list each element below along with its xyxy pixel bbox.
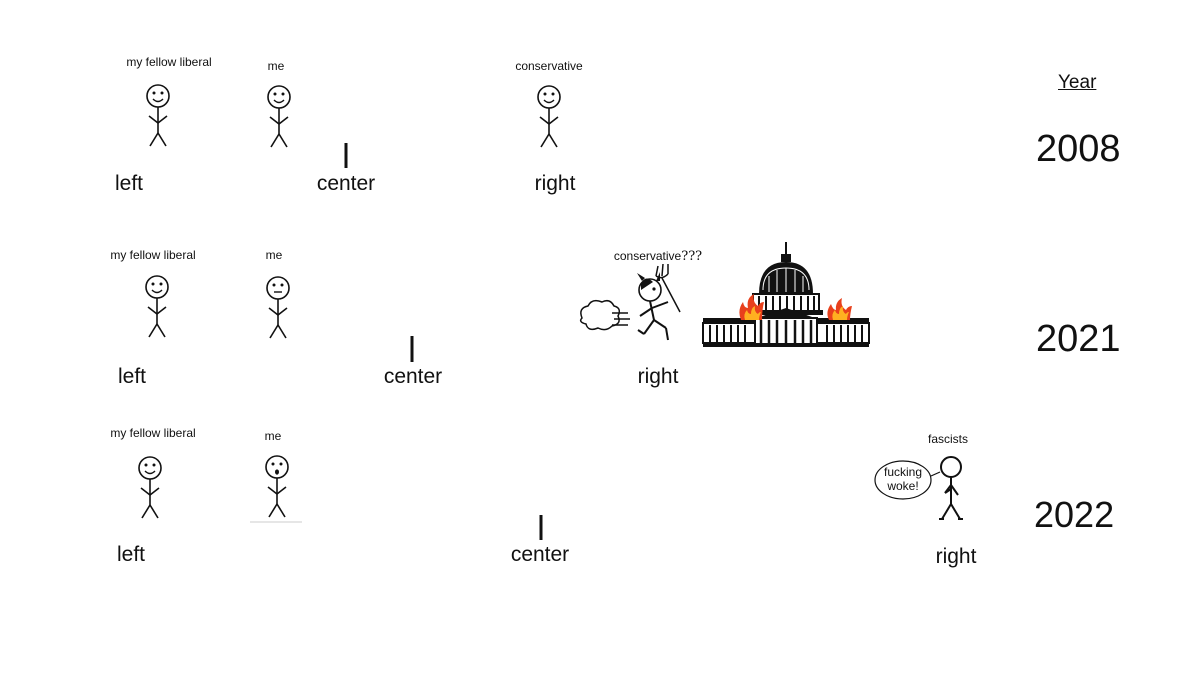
panel-2022: fucking woke! [115, 455, 977, 540]
capitol-building-icon [702, 242, 870, 347]
figure-label-conservative: conservative??? [614, 249, 702, 264]
figure-label-me: me [265, 248, 283, 262]
dust-cloud-icon [579, 299, 630, 331]
stick-figure-me [266, 276, 290, 339]
devil-running-figure [637, 263, 681, 341]
speech-bubble: fucking woke! [874, 460, 941, 500]
figure-label-liberal: my fellow liberal [110, 426, 196, 440]
stick-figure-liberal [138, 456, 162, 519]
figure-label-liberal: my fellow liberal [110, 248, 196, 262]
stick-figure-liberal [146, 84, 170, 147]
axis-label-center: center [316, 172, 376, 195]
year-2022: 2022 [1034, 494, 1115, 535]
figure-label-conservative-text: conservative [613, 249, 682, 263]
speech-bubble-line-2: woke! [886, 479, 918, 493]
figure-label-me: me [264, 429, 282, 443]
question-marks: ??? [681, 249, 703, 264]
axis-label-right: right [935, 545, 977, 568]
figure-label-liberal: my fellow liberal [126, 55, 212, 69]
axis-label-right: right [637, 365, 679, 388]
stick-figure-fascist [939, 456, 963, 520]
fire-icon [827, 298, 852, 320]
axis-label-center: center [510, 543, 570, 566]
axis-label-left: left [114, 172, 144, 195]
axis-label-left: left [116, 543, 146, 566]
stick-figure-me [267, 85, 291, 148]
year-header: Year [1058, 72, 1097, 93]
axis-label-left: left [117, 365, 147, 388]
year-2021: 2021 [1036, 318, 1121, 360]
axis-label-right: right [534, 172, 576, 195]
figure-label-me: me [267, 59, 285, 73]
stick-figure-liberal [145, 275, 169, 338]
panel-2021 [115, 242, 870, 362]
figure-label-conservative: conservative [515, 59, 583, 73]
axis-label-center: center [383, 365, 443, 388]
year-2008: 2008 [1036, 128, 1121, 170]
stick-figure-conservative [537, 85, 561, 148]
panel-2008 [112, 84, 577, 168]
stick-figure-me [265, 455, 289, 518]
fire-icon [739, 294, 764, 320]
figure-label-fascists: fascists [927, 432, 969, 446]
speech-bubble-line-1: fucking [884, 465, 922, 479]
